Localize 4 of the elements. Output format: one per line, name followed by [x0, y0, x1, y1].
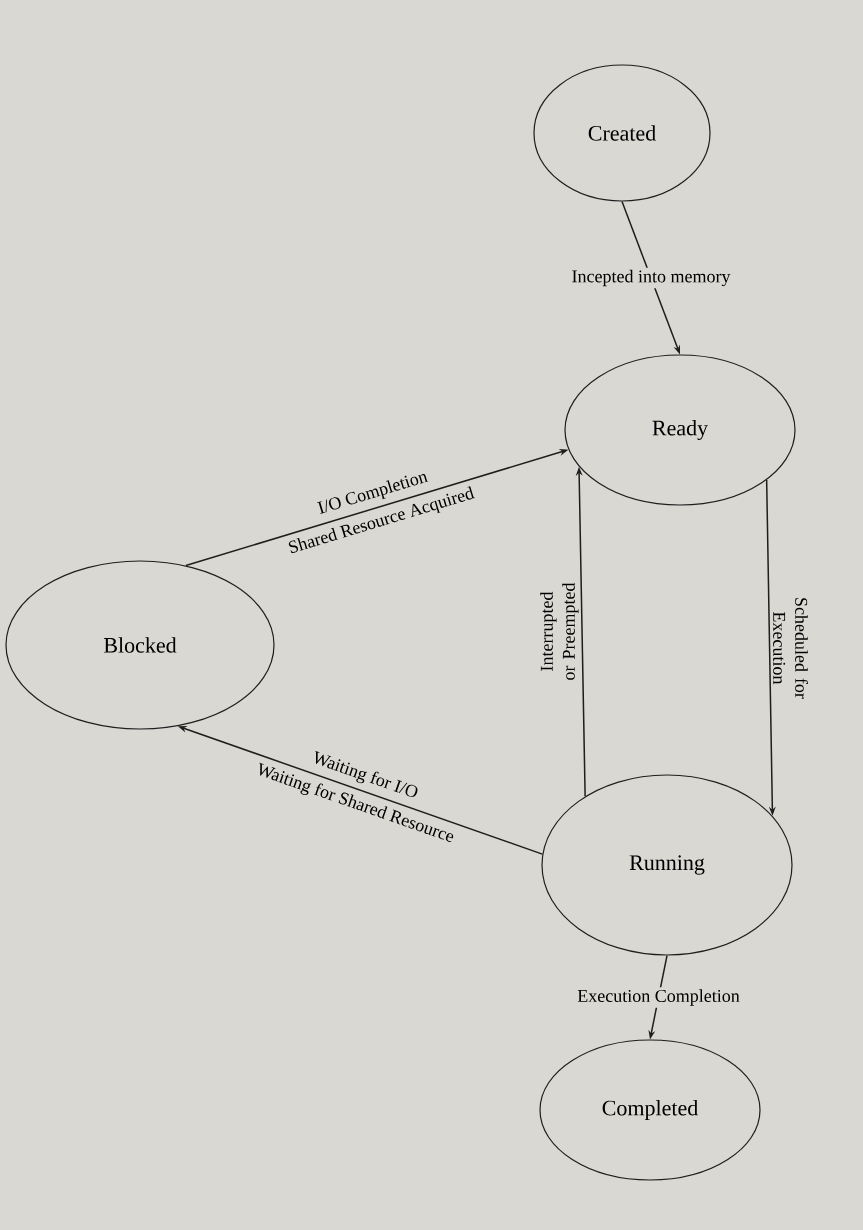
edge-label: Incepted into memory	[572, 269, 731, 287]
edge-label: Interrupted or Preempted	[540, 582, 579, 680]
edge-label: Execution Completion	[577, 989, 740, 1006]
edge-label: Scheduled for Execution	[773, 598, 808, 699]
